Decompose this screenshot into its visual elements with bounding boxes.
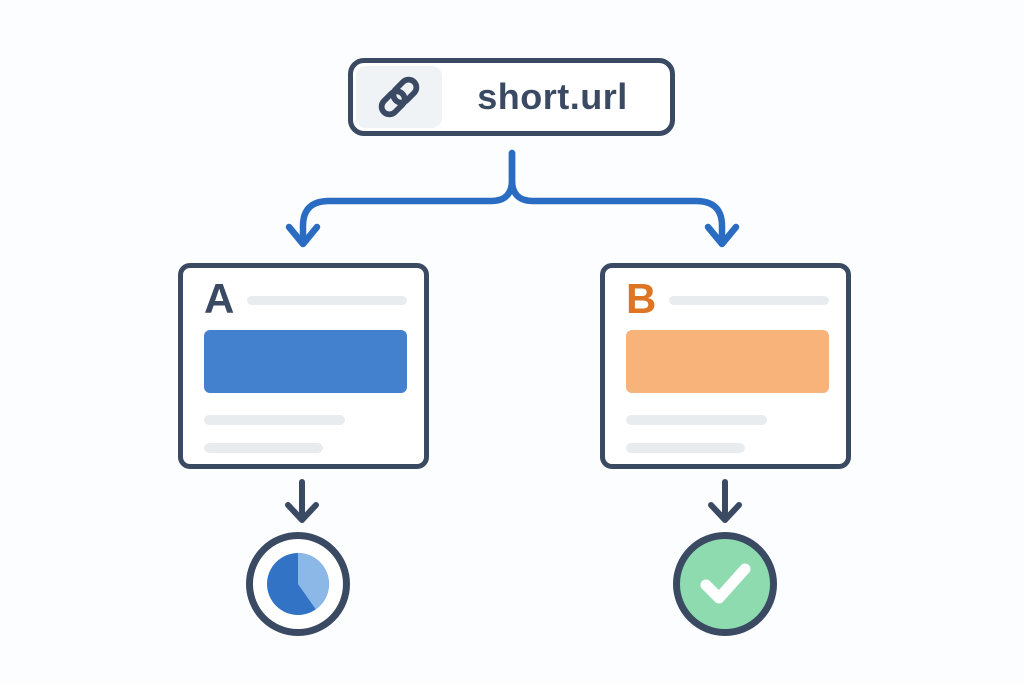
short-url-label: short.url xyxy=(477,76,628,117)
placeholder-line xyxy=(669,296,829,305)
link-icon-panel xyxy=(356,66,442,128)
placeholder-line xyxy=(247,296,407,305)
variant-b-banner xyxy=(626,330,829,393)
variant-a-label: A xyxy=(204,275,235,322)
variant-a-banner xyxy=(204,330,407,393)
down-arrow-b-icon xyxy=(708,479,742,523)
branch-right-path xyxy=(508,149,726,240)
placeholder-line xyxy=(204,415,345,425)
placeholder-line xyxy=(626,443,745,453)
pie-chart-icon xyxy=(267,553,329,615)
variant-a-result xyxy=(246,532,350,636)
link-icon xyxy=(378,76,420,118)
variant-b-result xyxy=(673,532,777,636)
branch-left-path xyxy=(299,149,516,240)
variant-card-b: B xyxy=(600,263,851,469)
branch-left-arrowhead xyxy=(285,223,321,248)
variant-b-label: B xyxy=(626,275,657,322)
down-arrow-a-icon xyxy=(285,479,319,523)
placeholder-line xyxy=(626,415,767,425)
variant-card-a: A xyxy=(178,263,429,469)
placeholder-line xyxy=(204,443,323,453)
check-icon xyxy=(700,563,751,604)
branch-right-arrowhead xyxy=(704,223,740,248)
short-url-box: short.url xyxy=(348,58,675,136)
